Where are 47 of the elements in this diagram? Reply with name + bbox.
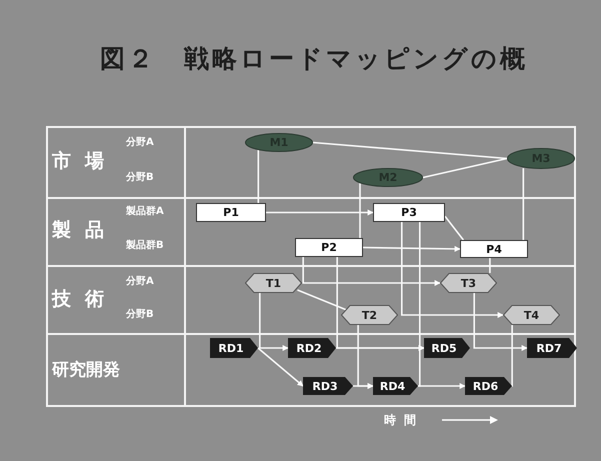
connector	[418, 383, 466, 389]
row-sublabel: 製品群A	[126, 204, 164, 218]
row-sublabel: 分野B	[126, 308, 154, 321]
research-arrow-box: RD4	[373, 377, 418, 395]
research-arrow-box: RD1	[210, 338, 258, 358]
connector	[473, 293, 528, 351]
connector	[266, 210, 374, 216]
technology-hexagon: T2	[341, 305, 398, 325]
connector	[312, 142, 508, 160]
technology-hexagon: T3	[440, 273, 497, 293]
connector	[444, 216, 464, 240]
row-heading: 研究開発	[52, 359, 120, 381]
technology-hexagon: T1	[245, 273, 302, 293]
row-sublabel: 分野B	[126, 170, 154, 184]
connector	[297, 289, 347, 311]
row-heading: 技術	[52, 287, 118, 312]
row-sublabel: 分野A	[126, 274, 154, 288]
axis-label: 時間	[384, 412, 424, 429]
technology-hexagon: T4	[503, 305, 560, 325]
research-arrow-box: RD6	[465, 377, 512, 395]
product-box: P4	[460, 240, 528, 258]
product-box: P2	[295, 238, 363, 257]
connector	[353, 383, 374, 389]
connector	[511, 325, 513, 387]
product-box: P1	[196, 203, 266, 222]
row-sublabel: 分野A	[126, 136, 154, 149]
connector	[259, 293, 289, 351]
row-heading: 製品	[52, 218, 118, 243]
connector	[489, 258, 491, 273]
connector	[359, 183, 361, 238]
connector	[362, 246, 461, 252]
connector	[422, 158, 508, 178]
connector	[401, 222, 504, 318]
research-arrow-box: RD2	[288, 338, 336, 358]
research-arrow-box: RD3	[303, 377, 353, 395]
row-heading: 市場	[52, 149, 118, 174]
row-sublabel: 製品群B	[126, 238, 164, 252]
connector	[418, 222, 421, 387]
research-arrow-box: RD5	[424, 338, 470, 358]
connector	[302, 257, 441, 286]
connector	[257, 347, 304, 387]
connector	[336, 345, 425, 351]
connector	[258, 150, 260, 203]
product-box: P3	[373, 203, 445, 222]
title: 図２ 戦略ロードマッピングの概	[100, 43, 528, 75]
connector	[522, 168, 524, 240]
research-arrow-box: RD7	[527, 338, 577, 358]
